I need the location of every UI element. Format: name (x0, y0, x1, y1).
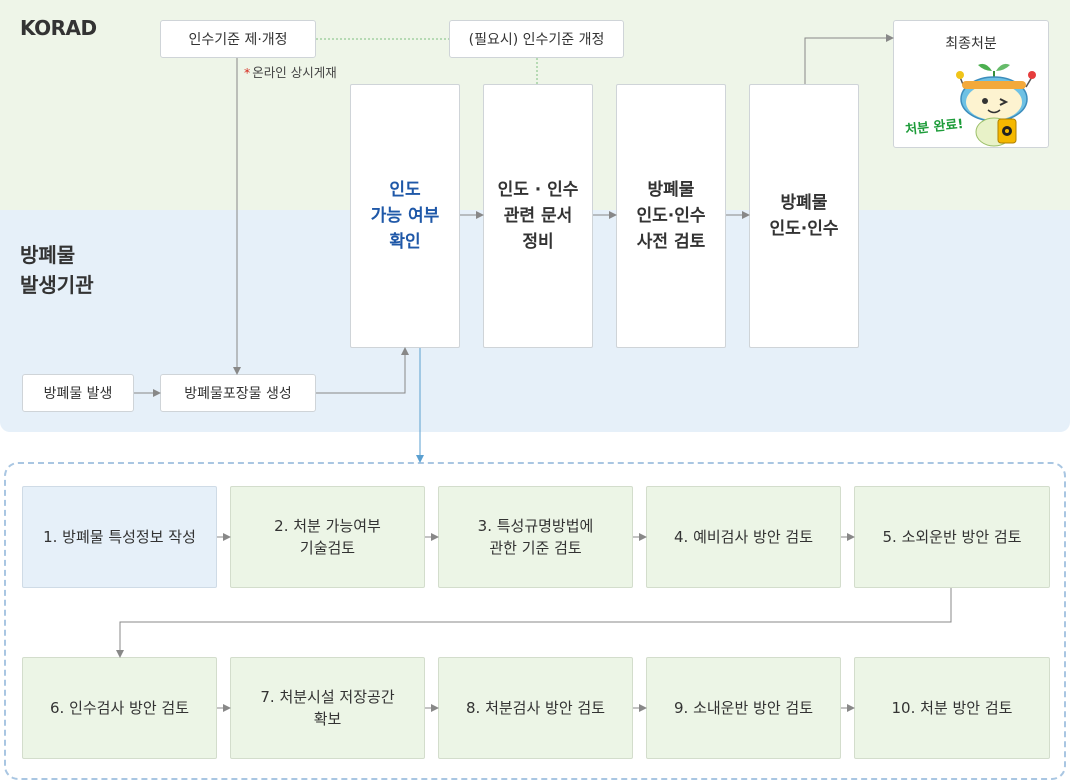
flow-box-handover: 방폐물 인도·인수 (749, 84, 859, 348)
step-4-line-1: 4. 예비검사 방안 검토 (673, 528, 814, 546)
generator-lane-label: 방폐물 발생기관 (20, 240, 140, 300)
arrow-handover-to-final (804, 34, 894, 84)
package-creation-box: 방폐물포장물 생성 (160, 374, 316, 412)
waste-generation-box: 방폐물 발생 (22, 374, 134, 412)
step-2-line-2: 기술검토 (299, 539, 356, 557)
arrow-step-5-6 (116, 588, 952, 658)
flow-box-1-line-1: 인도 (389, 180, 421, 200)
criteria-revise-box: 인수기준 제·개정 (160, 20, 316, 58)
generator-label-line2: 발생기관 (20, 273, 94, 297)
step-8-line-1: 8. 처분검사 방안 검토 (465, 699, 606, 717)
step-10-line-1: 10. 처분 방안 검토 (891, 699, 1013, 717)
flow-box-document-prep: 인도 · 인수 관련 문서 정비 (483, 84, 593, 348)
flow-box-pre-review: 방폐물 인도·인수 사전 검토 (616, 84, 726, 348)
flow-box-3-line-1: 방폐물 (647, 180, 695, 200)
step-7-line-2: 확보 (313, 710, 342, 728)
note-star: * (244, 65, 251, 80)
arrow-package-to-check (316, 347, 409, 394)
step-6-line-1: 6. 인수검사 방안 검토 (49, 699, 190, 717)
flow-box-delivery-check: 인도 가능 여부 확인 (350, 84, 460, 348)
step-1-line-1: 1. 방폐물 특성정보 작성 (43, 528, 196, 546)
flow-box-2-line-2: 관련 문서 (503, 206, 573, 226)
step-5-line-1: 5. 소외운반 방안 검토 (882, 528, 1022, 546)
flow-box-4-line-1: 방폐물 (780, 193, 828, 213)
generator-label-line1: 방폐물 (20, 243, 76, 267)
step-5: 5. 소외운반 방안 검토 (854, 486, 1050, 588)
flow-box-1-line-2: 가능 여부 (370, 206, 440, 226)
note-text: 온라인 상시게재 (252, 65, 337, 80)
step-9-line-1: 9. 소내운반 방안 검토 (673, 699, 814, 717)
step-3-line-2: 관한 기준 검토 (489, 539, 582, 557)
flow-box-2-line-1: 인도 · 인수 (497, 180, 579, 200)
final-disposal-label: 최종처분 (945, 36, 997, 52)
step-3-line-1: 3. 특성규명방법에 (477, 517, 594, 535)
flow-box-3-line-3: 사전 검토 (636, 232, 706, 252)
step-2-line-1: 2. 처분 가능여부 (274, 517, 381, 535)
step-8: 8. 처분검사 방안 검토 (438, 657, 633, 759)
korad-lane-label: KORAD (20, 16, 97, 40)
flow-box-2-line-3: 정비 (522, 232, 554, 252)
step-6: 6. 인수검사 방안 검토 (22, 657, 217, 759)
online-posting-note: *온라인 상시게재 (244, 62, 337, 81)
flow-box-4-line-2: 인도·인수 (769, 219, 839, 239)
step-4: 4. 예비검사 방안 검토 (646, 486, 841, 588)
flow-box-1-line-3: 확인 (389, 232, 421, 252)
final-disposal-box: 최종처분 처분 완료! (893, 20, 1049, 148)
step-9: 9. 소내운반 방안 검토 (646, 657, 841, 759)
flow-box-3-line-2: 인도·인수 (636, 206, 706, 226)
criteria-revise-optional-box: (필요시) 인수기준 개정 (449, 20, 624, 58)
mascot-icon (956, 63, 1036, 147)
step-7-line-1: 7. 처분시설 저장공간 (260, 688, 395, 706)
step-1: 1. 방폐물 특성정보 작성 (22, 486, 217, 588)
